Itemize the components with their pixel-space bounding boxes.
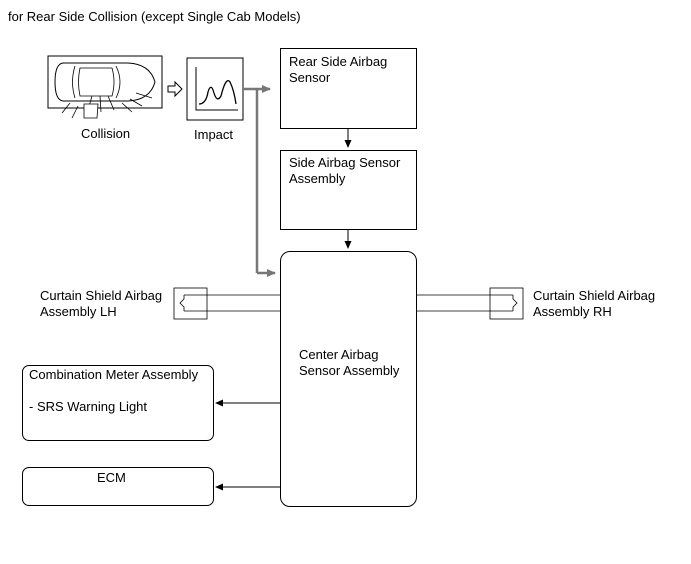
block-label: Sensor Assembly xyxy=(299,363,400,378)
rear-side-airbag-sensor-block: Rear Side Airbag Sensor xyxy=(280,48,417,129)
block-label: Sensor xyxy=(289,70,331,85)
combination-meter-block: Combination Meter Assembly - SRS Warning… xyxy=(22,365,214,441)
side-airbag-sensor-block: Side Airbag Sensor Assembly xyxy=(280,150,417,230)
block-label: ECM xyxy=(97,470,126,485)
srs-warning-light-label: - SRS Warning Light xyxy=(29,399,148,414)
block-label: Side Airbag Sensor xyxy=(289,155,401,170)
ecm-block: ECM xyxy=(22,467,214,506)
squib-connector-lh xyxy=(173,287,281,320)
hollow-arrow-icon xyxy=(167,80,183,98)
block-label: Rear Side Airbag xyxy=(289,54,388,69)
squib-connector-rh xyxy=(417,287,524,320)
block-label: Center Airbag xyxy=(299,347,379,362)
car-collision-icon xyxy=(47,55,163,119)
impact-waveform-icon xyxy=(186,57,244,121)
signal-bus xyxy=(243,85,276,277)
curtain-lh-label: Assembly LH xyxy=(40,304,117,319)
curtain-lh-label: Curtain Shield Airbag xyxy=(40,288,163,303)
curtain-rh-label: Assembly RH xyxy=(533,304,612,319)
curtain-rh-label: Curtain Shield Airbag xyxy=(533,288,656,303)
block-label: Assembly xyxy=(289,171,346,186)
center-airbag-sensor-block: Center Airbag Sensor Assembly xyxy=(280,251,417,507)
collision-label: Collision xyxy=(81,126,131,141)
block-label: Combination Meter Assembly xyxy=(29,367,199,382)
diagram-title: for Rear Side Collision (except Single C… xyxy=(8,9,301,24)
impact-label: Impact xyxy=(194,127,234,142)
